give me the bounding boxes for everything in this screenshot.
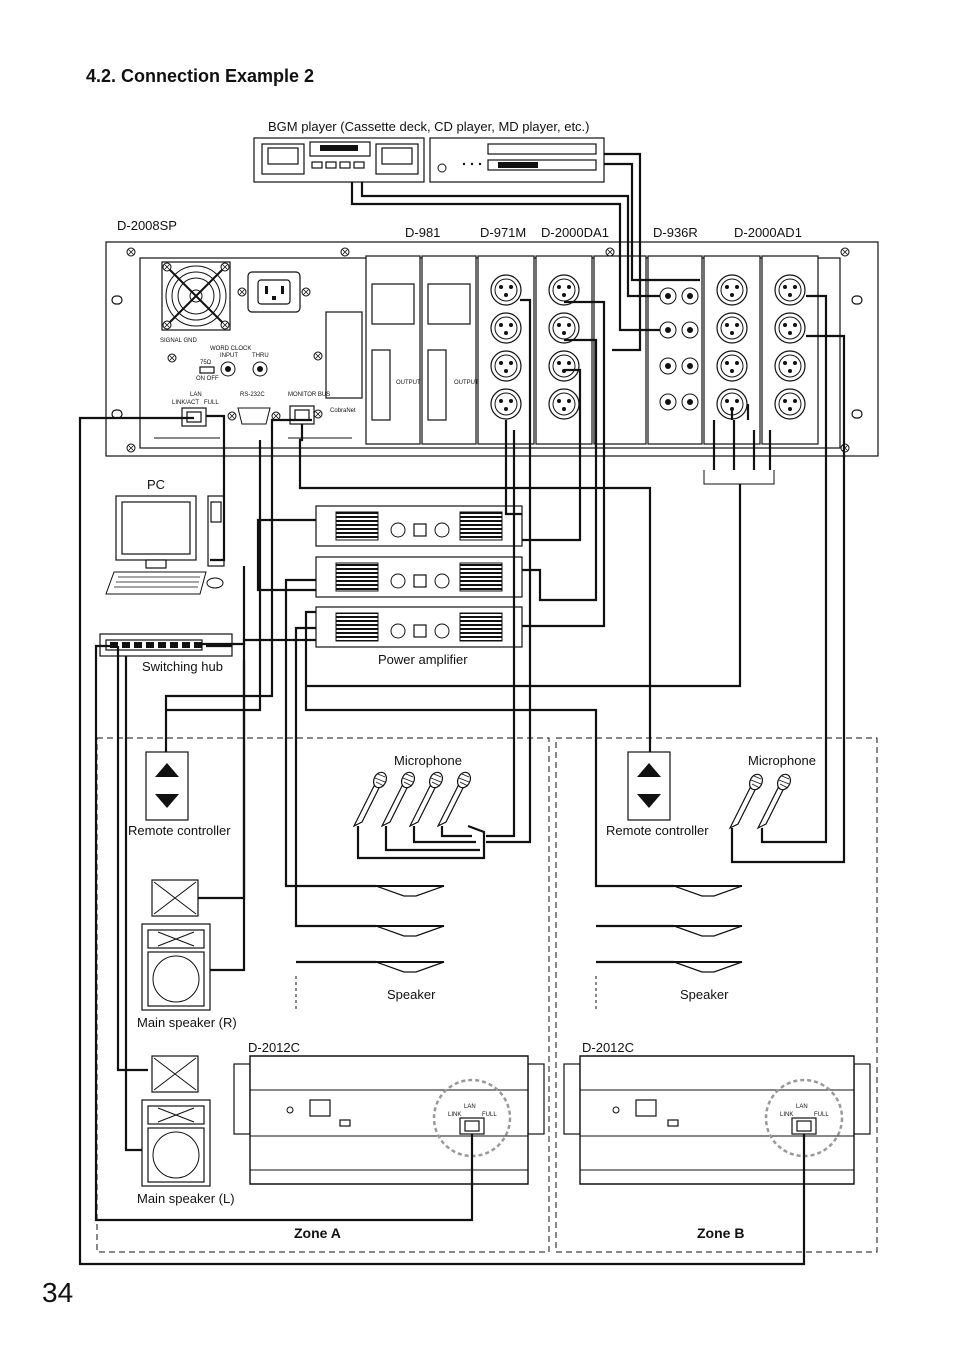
main-speaker-r	[141, 879, 211, 1011]
lan-panel-label: LAN	[190, 392, 202, 398]
module-d936r	[647, 255, 703, 445]
zone-a-label: Zone A	[294, 1225, 341, 1241]
microphone-group-a	[353, 769, 474, 827]
module-label-d981: D-981	[405, 225, 440, 240]
remote-controller-b-label: Remote controller	[606, 823, 709, 838]
pc-label: PC	[147, 477, 165, 492]
power-amplifier-3	[315, 606, 523, 648]
ohm-label: 75Ω	[200, 360, 212, 366]
microphone-a-label: Microphone	[394, 753, 462, 768]
switching-hub-label: Switching hub	[142, 659, 223, 674]
remote-unit-b-label: D-2012C	[582, 1040, 634, 1055]
remote-unit-b-lan-port[interactable]	[791, 1117, 817, 1135]
microphone-group-b	[729, 771, 794, 829]
power-amplifier-2	[315, 556, 523, 598]
module-label-d2000ad1: D-2000AD1	[734, 225, 802, 240]
rs232c-label: RS-232C	[240, 392, 265, 398]
power-amplifier-1	[315, 505, 523, 547]
remote-unit-b-link-label: LINK	[780, 1112, 793, 1118]
ac-inlet	[237, 271, 311, 313]
speaker-a-label: Speaker	[387, 987, 436, 1002]
speakers-zone-b	[673, 885, 743, 973]
zone-b-boundary	[555, 737, 878, 1253]
remote-unit-a-lan-label: LAN	[464, 1104, 476, 1110]
remote-unit-a: LAN LINK FULL	[233, 1055, 545, 1185]
module-d981: OUTPUT OUTPUT	[365, 255, 479, 445]
main-speaker-l	[141, 1055, 211, 1187]
full-label: FULL	[204, 400, 219, 406]
section-title: 4.2. Connection Example 2	[86, 66, 314, 86]
module-output-label-2: OUTPUT	[454, 380, 479, 386]
power-amplifier-label: Power amplifier	[378, 652, 468, 667]
remote-unit-b-full-label: FULL	[814, 1112, 829, 1118]
remote-unit-b-lan-label: LAN	[796, 1104, 808, 1110]
remote-unit-a-label: D-2012C	[248, 1040, 300, 1055]
cabling	[78, 152, 846, 1266]
bgm-player-label: BGM player (Cassette deck, CD player, MD…	[268, 119, 590, 134]
cobranet-label: CobraNet	[330, 408, 356, 414]
module-label-d936r: D-936R	[653, 225, 698, 240]
module-d2000da1	[535, 255, 593, 445]
main-speaker-l-label: Main speaker (L)	[137, 1191, 235, 1206]
pc	[105, 495, 225, 595]
remote-controller-a	[145, 751, 189, 821]
speaker-b-label: Speaker	[680, 987, 729, 1002]
signal-gnd-label: SIGNAL GND	[160, 338, 197, 344]
monitor-bus-label: MONITOR BUS	[288, 392, 330, 398]
module-label-d2000da1: D-2000DA1	[541, 225, 609, 240]
mixer-rack: SIGNAL GND WORD CLOCK INPUT THRU 75Ω ON …	[105, 241, 879, 457]
module-output-label-1: OUTPUT	[396, 380, 421, 386]
speakers-zone-a	[375, 885, 445, 973]
remote-unit-a-lan-port[interactable]	[459, 1117, 485, 1135]
on-off-label: ON OFF	[196, 376, 219, 382]
link-act-label: LINK/ACT	[172, 400, 199, 406]
remote-controller-a-label: Remote controller	[128, 823, 231, 838]
word-clock-thru-label: THRU	[252, 353, 269, 359]
remote-unit-a-link-label: LINK	[448, 1112, 461, 1118]
word-clock-label: WORD CLOCK	[210, 346, 251, 352]
module-label-d971m: D-971M	[480, 225, 526, 240]
monitor-bus-port[interactable]	[289, 405, 315, 425]
remote-unit-a-full-label: FULL	[482, 1112, 497, 1118]
remote-unit-b: LAN LINK FULL	[563, 1055, 871, 1185]
microphone-b-label: Microphone	[748, 753, 816, 768]
zone-b-label: Zone B	[697, 1225, 744, 1241]
module-d971m	[477, 255, 535, 445]
page-number: 34	[42, 1277, 73, 1308]
rs232c-port[interactable]	[227, 407, 281, 425]
main-speaker-r-label: Main speaker (R)	[137, 1015, 237, 1030]
word-clock-input-label: INPUT	[220, 353, 238, 359]
bgm-player	[253, 137, 605, 183]
remote-controller-b	[627, 751, 671, 821]
cooling-fan	[161, 261, 231, 331]
mixer-label: D-2008SP	[117, 218, 177, 233]
